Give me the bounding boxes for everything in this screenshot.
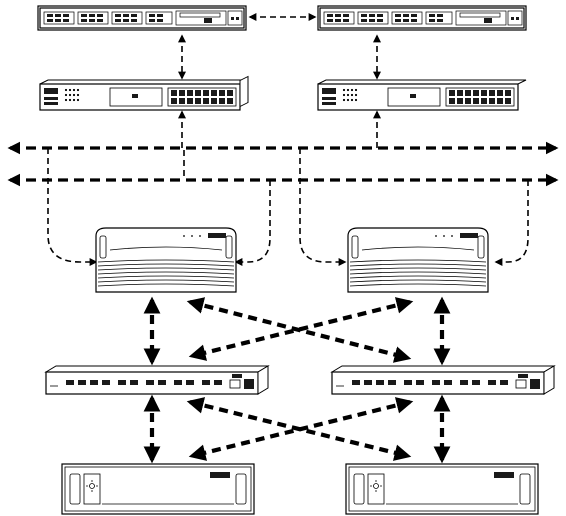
link-bus-server-right-b (496, 180, 528, 262)
brand-logo-mark (208, 233, 226, 238)
control-panel (368, 474, 384, 504)
core-switch-left (38, 6, 246, 30)
control-panel (84, 474, 100, 504)
edge-switch-left (40, 77, 248, 110)
fc-switch-left (46, 366, 268, 394)
fc-switch-right (332, 366, 554, 394)
server-left (96, 228, 236, 292)
storage-left (62, 464, 254, 514)
server-right (348, 228, 488, 292)
link-bus-server-left-a (48, 148, 96, 262)
link-bus-server-right-a (300, 148, 345, 262)
brand-logo-mark (210, 472, 230, 478)
link-bus-server-left-b (236, 180, 270, 262)
brand-logo-mark (460, 233, 478, 238)
storage-right (346, 464, 538, 514)
brand-logo-mark (494, 472, 514, 478)
edge-switch-right (318, 80, 526, 110)
core-switch-right (318, 6, 526, 30)
